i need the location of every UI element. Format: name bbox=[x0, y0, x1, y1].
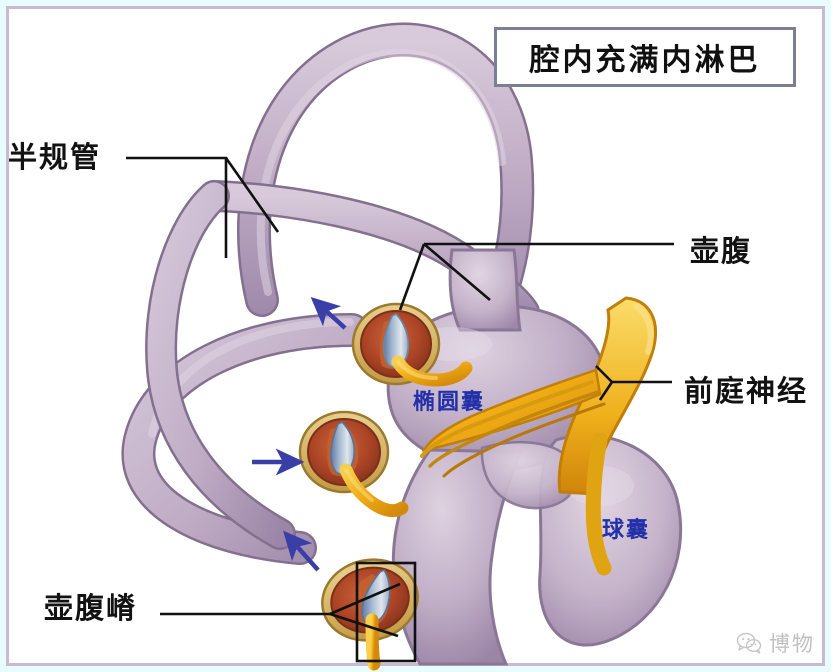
callout-ampulla: 壶腹 bbox=[690, 234, 753, 268]
title-text: 腔内充满内淋巴 bbox=[529, 43, 761, 78]
leader-semicircular-canals-branch bbox=[224, 157, 280, 233]
leader-crista-branch-a bbox=[329, 582, 401, 616]
leader-lines bbox=[126, 156, 674, 663]
title-box: 腔内充满内淋巴 bbox=[494, 27, 796, 87]
detail-box-lower-ampulla bbox=[355, 561, 417, 663]
callout-crista-ampullaris: 壶腹嵴 bbox=[44, 591, 138, 625]
utricle-neck bbox=[448, 248, 522, 332]
wechat-icon bbox=[736, 632, 762, 654]
nerve-fiber-3 bbox=[442, 402, 606, 478]
flow-arrow-3 bbox=[283, 530, 320, 572]
ampulla-middle bbox=[298, 410, 409, 518]
leader-ampulla-branch-a bbox=[398, 243, 426, 311]
leader-ampulla-branch-b bbox=[423, 243, 491, 301]
nerve-branch-down bbox=[585, 432, 612, 576]
vestibular-nerve-group bbox=[420, 296, 657, 576]
flow-arrow-1 bbox=[310, 296, 347, 330]
leader-vestibular-nerve-tick bbox=[595, 365, 614, 401]
flow-arrows bbox=[252, 296, 347, 572]
inline-label-utricle: 椭圆囊 bbox=[413, 390, 486, 415]
cochlear-duct-stem bbox=[391, 448, 523, 666]
watermark: 博物 bbox=[736, 628, 815, 658]
callout-vestibular-nerve: 前庭神经 bbox=[684, 374, 809, 408]
watermark-text: 博物 bbox=[769, 632, 815, 656]
callout-semicircular-canals: 半规管 bbox=[8, 140, 102, 174]
ampulla-upper bbox=[351, 302, 473, 387]
nerve-fiber-2 bbox=[428, 390, 600, 468]
leader-crista-branch-b bbox=[329, 612, 399, 638]
inline-label-saccule: 球囊 bbox=[602, 518, 651, 543]
nerve-fiber-1 bbox=[420, 380, 594, 458]
